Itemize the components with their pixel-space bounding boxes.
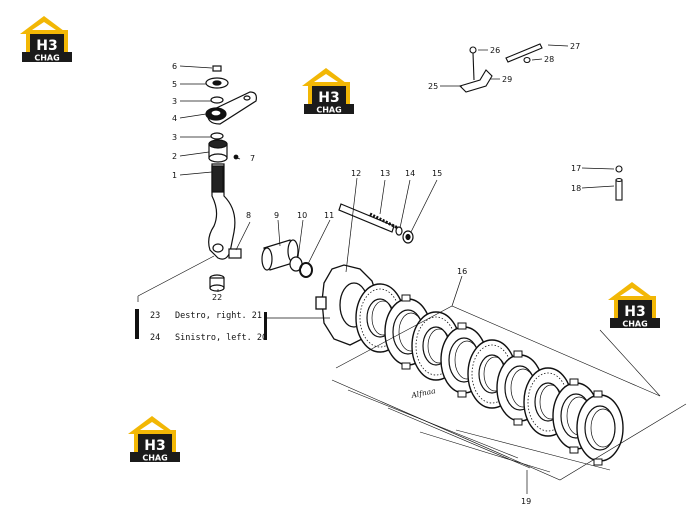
label-13: 13 bbox=[380, 169, 390, 178]
label-2: 2 bbox=[172, 152, 177, 161]
label-29: 29 bbox=[502, 75, 512, 84]
caption-row2-num: 24 bbox=[150, 333, 160, 343]
watermark-logo-top-center: H3 CHAG bbox=[302, 68, 354, 115]
clutch-pack bbox=[315, 264, 687, 481]
part-18-nipple bbox=[615, 179, 623, 201]
logo-word: CHAG bbox=[34, 54, 59, 63]
label-10: 10 bbox=[297, 211, 307, 220]
watermark-logo-bottom-left: H3 CHAG bbox=[128, 416, 180, 463]
label-5: 5 bbox=[172, 80, 177, 89]
part-28-washer bbox=[523, 56, 531, 64]
label-25: 25 bbox=[428, 82, 438, 91]
part-17-plug bbox=[615, 165, 623, 173]
part-8-bolt bbox=[228, 248, 242, 259]
label-22: 22 bbox=[212, 293, 222, 302]
label-8: 8 bbox=[246, 211, 251, 220]
logo-letters: H3 bbox=[318, 90, 339, 106]
label-11: 11 bbox=[324, 211, 334, 220]
variant-caption: 23 Destro, right. 21 24 Sinistro, left. … bbox=[135, 309, 267, 343]
part-26-screw bbox=[469, 46, 477, 54]
label-1: 1 bbox=[172, 171, 177, 180]
part-14-pin bbox=[395, 226, 403, 236]
label-12: 12 bbox=[351, 169, 361, 178]
part-29-bracket bbox=[458, 69, 493, 93]
logo-word: CHAG bbox=[142, 454, 167, 463]
label-17: 17 bbox=[571, 164, 581, 173]
logo-word: CHAG bbox=[622, 320, 647, 329]
bracket-assembly bbox=[458, 43, 623, 201]
label-19: 19 bbox=[521, 497, 531, 506]
label-18: 18 bbox=[571, 184, 581, 193]
logo-word: CHAG bbox=[316, 106, 341, 115]
part-3-ring-top bbox=[210, 96, 224, 104]
part-13-spring bbox=[369, 212, 399, 230]
signature: Alfnaa bbox=[410, 386, 437, 400]
caption-row1-num: 23 bbox=[150, 311, 160, 321]
label-27: 27 bbox=[570, 42, 580, 51]
logo-letters: H3 bbox=[36, 38, 57, 54]
part-3-ring-bottom bbox=[210, 132, 224, 140]
label-4: 4 bbox=[172, 114, 177, 123]
part-27-pin bbox=[505, 43, 543, 63]
label-16: 16 bbox=[457, 267, 467, 276]
caption-row2-text: Sinistro, left. 20 bbox=[175, 333, 267, 343]
label-6: 6 bbox=[172, 62, 177, 71]
logo-letters: H3 bbox=[624, 304, 645, 320]
part-12-rod bbox=[338, 203, 395, 233]
caption-bracket-right bbox=[264, 312, 267, 340]
label-7: 7 bbox=[250, 154, 255, 163]
disc-pack-frame bbox=[331, 305, 687, 481]
middle-parts bbox=[261, 203, 414, 278]
part-labels: 6 5 3 4 3 2 7 1 8 9 10 11 12 13 14 15 16… bbox=[172, 42, 581, 506]
watermark-logo-top-left: H3 CHAG bbox=[20, 16, 72, 63]
label-26: 26 bbox=[490, 46, 500, 55]
label-28: 28 bbox=[544, 55, 554, 64]
lever-assembly bbox=[205, 65, 257, 292]
label-14: 14 bbox=[405, 169, 415, 178]
logo-letters: H3 bbox=[144, 438, 165, 454]
label-3-bottom: 3 bbox=[172, 133, 177, 142]
part-6-screw bbox=[212, 65, 222, 72]
part-11-oring bbox=[299, 262, 313, 278]
leader-lines bbox=[137, 44, 615, 494]
label-3-top: 3 bbox=[172, 97, 177, 106]
label-15: 15 bbox=[432, 169, 442, 178]
label-9: 9 bbox=[274, 211, 279, 220]
watermark-logo-right: H3 CHAG bbox=[608, 282, 660, 329]
caption-row1-text: Destro, right. 21 bbox=[175, 311, 262, 321]
caption-bracket-left bbox=[135, 309, 139, 339]
